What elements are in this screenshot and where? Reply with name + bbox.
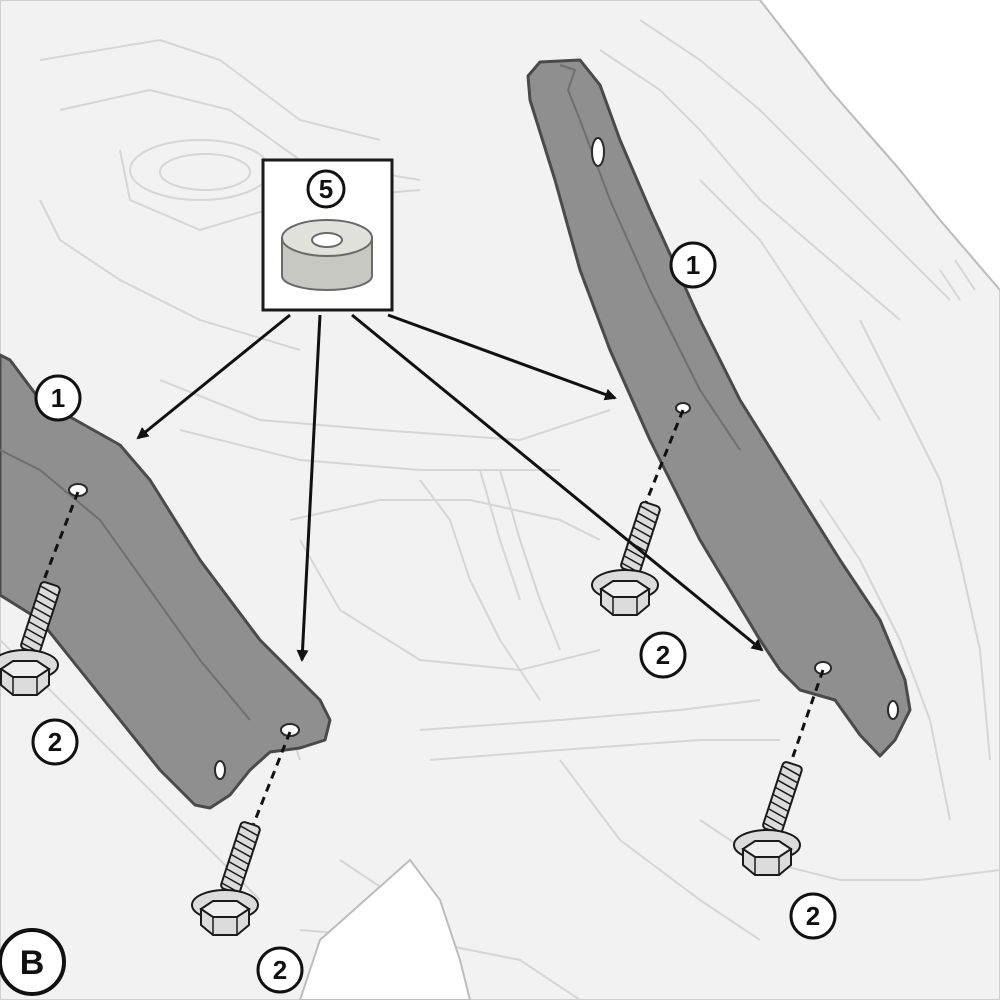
arrow-to-right-bracket <box>387 313 617 401</box>
section-label-text: B <box>20 944 45 982</box>
callout-spacer-label: 5 <box>319 174 333 204</box>
alignment-lines <box>38 409 825 829</box>
bolt-right-front-icon <box>591 501 661 616</box>
callout-bolt-1: 2 <box>31 718 79 766</box>
spacer-washer-icon <box>281 219 373 291</box>
bolt-left-rear-icon <box>191 821 261 936</box>
arrow-to-left-bracket <box>136 313 291 440</box>
callout-bracket-left: 1 <box>34 374 82 422</box>
callout-bracket-right-label: 1 <box>686 250 700 280</box>
arrow-to-left-bracket-rear <box>296 314 322 662</box>
callout-bracket-left-label: 1 <box>51 383 65 413</box>
leader-arrows <box>136 313 764 662</box>
callout-bolt-1-label: 2 <box>48 727 62 757</box>
callout-bolt-4: 2 <box>256 946 304 994</box>
callout-bolt-2: 2 <box>639 631 687 679</box>
arrow-to-right-bracket-rear <box>351 313 764 652</box>
callout-bracket-right: 1 <box>669 241 717 289</box>
bolt-left-front-icon <box>0 581 61 696</box>
callout-bolt-2-label: 2 <box>656 640 670 670</box>
callout-bolt-3: 2 <box>789 892 837 940</box>
section-label: B <box>0 928 66 996</box>
callout-bolt-3-label: 2 <box>806 901 820 931</box>
bracket-plate-left <box>0 353 332 810</box>
bolts <box>0 501 803 936</box>
callout-spacer: 5 <box>306 169 346 209</box>
bolt-right-rear-icon <box>733 761 803 876</box>
callout-bolt-4-label: 2 <box>273 955 287 985</box>
